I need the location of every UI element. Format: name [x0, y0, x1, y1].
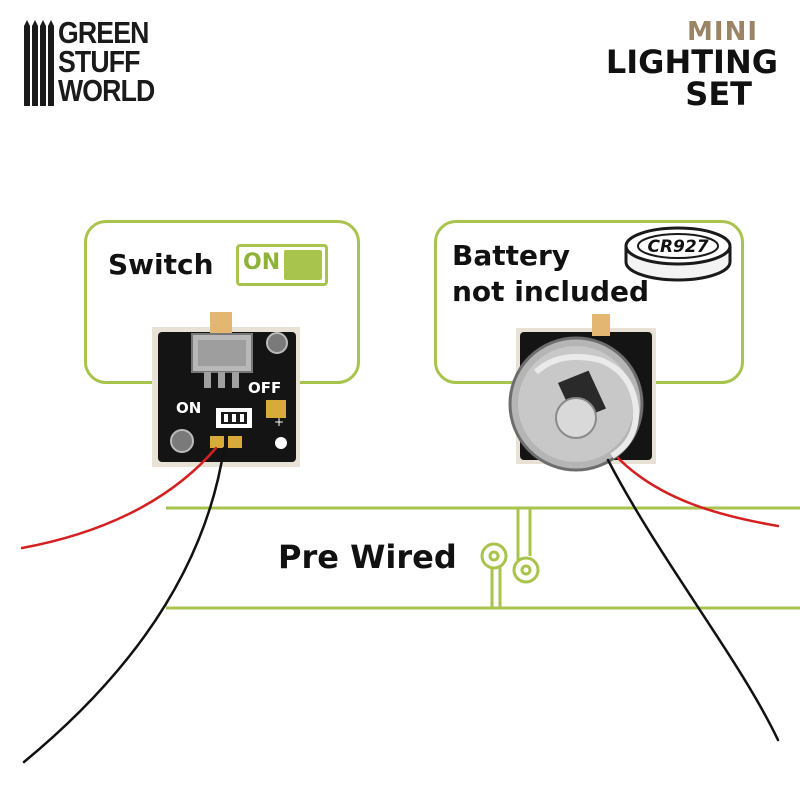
brand-line-1: GREEN [58, 15, 149, 50]
title-set: SET [685, 75, 752, 113]
brand-name: GREEN STUFF WORLD [58, 15, 155, 108]
battery-holder-board [508, 314, 656, 472]
on-toggle-icon: ON [236, 244, 328, 286]
switch-board: + OFF ON [152, 312, 300, 467]
product-title: MINI LIGHTING SET [588, 18, 778, 110]
brand-logo: GREEN STUFF WORLD [24, 15, 194, 112]
logo-bars-icon [24, 20, 54, 106]
battery-label-line2: not included [452, 275, 650, 308]
board-on-label: ON [176, 399, 201, 417]
battery-label-line1: Battery [452, 239, 571, 272]
toggle-knob [284, 250, 322, 280]
toggle-on-text: ON [243, 250, 281, 275]
board-off-label: OFF [248, 379, 281, 397]
svg-text:+: + [274, 415, 284, 429]
coin-battery-text: CR927 [647, 237, 708, 257]
connector-icon [480, 542, 540, 584]
switch-label: Switch [108, 248, 214, 281]
prewired-label: Pre Wired [278, 538, 457, 576]
title-mini: MINI [687, 17, 758, 47]
brand-line-3: WORLD [58, 73, 155, 108]
wires [20, 446, 780, 764]
battery-label: Battery not included [452, 238, 649, 310]
coin-battery-icon: CR927 [624, 226, 732, 282]
brand-line-2: STUFF [58, 44, 140, 79]
title-lighting: LIGHTING [605, 43, 778, 81]
prewired-frame [166, 506, 800, 610]
